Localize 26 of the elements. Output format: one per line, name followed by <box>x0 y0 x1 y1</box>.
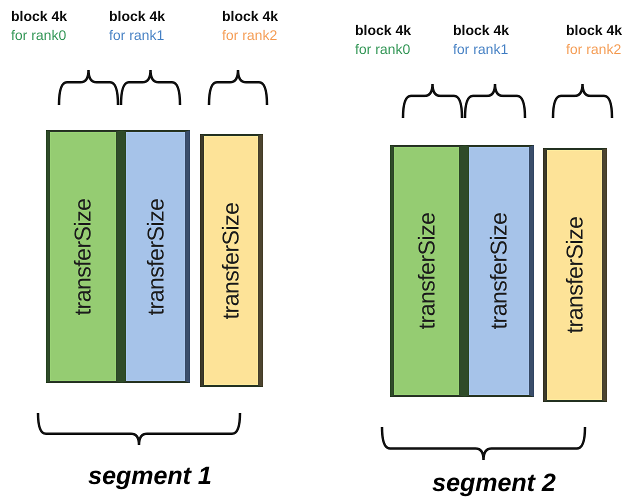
memory-block <box>390 145 465 397</box>
segment-label: segment 1 <box>88 462 212 491</box>
rank-label: for rank2 <box>566 41 622 58</box>
block-size-label: block 4k <box>222 8 278 25</box>
block-size-label: block 4k <box>109 8 166 25</box>
block-size-label: block 4k <box>453 22 510 39</box>
block-label: transferSize <box>142 198 169 315</box>
memory-block <box>200 134 263 387</box>
memory-block <box>465 145 534 397</box>
block-label: transferSize <box>218 202 244 319</box>
block-size-label: block 4k <box>355 22 412 39</box>
rank-label: for rank1 <box>109 27 164 44</box>
block-label: transferSize <box>70 198 96 315</box>
block-size-label: block 4k <box>566 22 622 39</box>
block-size-label: block 4k <box>11 8 68 25</box>
rank-label: for rank2 <box>222 27 278 44</box>
segment-label: segment 2 <box>432 469 556 497</box>
rank-label: for rank0 <box>355 41 410 58</box>
memory-block <box>543 148 607 402</box>
block-label: transferSize <box>486 212 512 330</box>
block-label: transferSize <box>561 216 588 334</box>
block-label: transferSize <box>413 212 440 330</box>
rank-label: for rank0 <box>11 27 66 44</box>
memory-block <box>46 130 122 383</box>
memory-block <box>122 130 190 383</box>
rank-label: for rank1 <box>453 41 508 58</box>
